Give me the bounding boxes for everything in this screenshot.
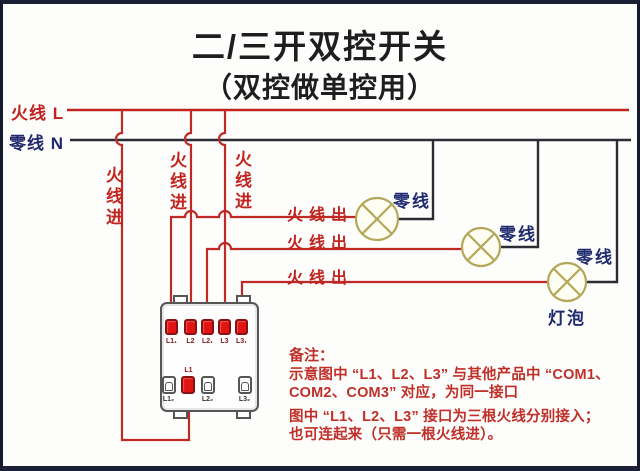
terminal-label-L3: L3 bbox=[220, 338, 229, 345]
terminal-label-L1-common: L1 bbox=[184, 367, 193, 374]
terminal-arch-icon bbox=[165, 382, 173, 391]
terminal-L1-common bbox=[181, 376, 195, 394]
live-out-wire-1 bbox=[169, 209, 356, 320]
terminal-L3-1 bbox=[235, 319, 248, 335]
neutral-label-2: 零线 bbox=[499, 225, 537, 244]
neutral-bus-label: 零线 N bbox=[9, 134, 64, 153]
terminal-label-L2: L2 bbox=[186, 338, 195, 345]
terminal-L1-2 bbox=[162, 376, 176, 394]
bulb-icon-1 bbox=[354, 196, 400, 242]
terminal-label-L2-2: L2₂ bbox=[201, 396, 214, 403]
notes-para2-line2: 也可连起来（只需一根火线进）。 bbox=[289, 427, 503, 443]
notes-para1-line2: COM2、COM3” 对应，为同一接口 bbox=[289, 385, 519, 401]
neutral-label-3: 零线 bbox=[576, 248, 614, 267]
page-subtitle: （双控做单控用） bbox=[203, 72, 436, 103]
neutral-wire-bulb2 bbox=[500, 140, 540, 249]
terminal-label-L1-1: L1₁ bbox=[165, 338, 178, 345]
bulb-icon-3 bbox=[546, 261, 588, 303]
bulb-icon-2 bbox=[460, 226, 502, 268]
terminal-arch-icon bbox=[241, 382, 249, 391]
notes-heading: 备注： bbox=[289, 347, 335, 364]
neutral-wires bbox=[70, 138, 631, 284]
live-out-label-2: 火线出 bbox=[287, 235, 354, 252]
terminal-L2 bbox=[184, 319, 197, 335]
terminal-arch-icon bbox=[204, 382, 212, 391]
terminal-L2-1 bbox=[201, 319, 214, 335]
live-out-wire-2 bbox=[205, 241, 462, 320]
neutral-label-1: 零线 bbox=[393, 192, 431, 211]
live-in-label-3: 火线进 bbox=[232, 150, 251, 213]
live-in-label-1: 火线进 bbox=[103, 166, 122, 229]
terminal-L3 bbox=[218, 319, 231, 335]
neutral-wire-bulb1 bbox=[398, 140, 435, 221]
terminal-label-L1-2: L1₂ bbox=[162, 396, 175, 403]
terminal-L2-2 bbox=[201, 376, 215, 394]
terminal-L1-1 bbox=[165, 319, 178, 335]
live-in-wire-L3 bbox=[217, 110, 227, 320]
terminal-label-L2-1: L2₁ bbox=[201, 338, 214, 345]
live-out-label-3: 火线出 bbox=[287, 270, 354, 287]
terminal-label-L3-2: L3₂ bbox=[238, 396, 251, 403]
neutral-wire-bulb3 bbox=[587, 140, 619, 284]
notes-para1-line1: 示意图中 “L1、L2、L3” 与其他产品中 “COM1、 bbox=[289, 367, 610, 383]
bulb-label: 灯泡 bbox=[548, 309, 586, 328]
live-in-wire-L2 bbox=[183, 110, 193, 320]
bulbs bbox=[354, 196, 588, 303]
live-in-wire-L1 bbox=[114, 110, 191, 442]
terminal-label-L3-1: L3₁ bbox=[235, 338, 248, 345]
live-out-label-1: 火线出 bbox=[287, 207, 354, 224]
live-bus-label: 火线 L bbox=[11, 104, 65, 123]
circuit-wires-svg bbox=[67, 108, 631, 442]
page-title: 二/三开双控开关 bbox=[191, 28, 449, 65]
live-in-label-2: 火线进 bbox=[167, 151, 186, 214]
notes-para2-line1: 图中 “L1、L2、L3” 接口为三根火线分别接入； bbox=[289, 409, 600, 425]
terminal-L3-2 bbox=[238, 376, 252, 394]
